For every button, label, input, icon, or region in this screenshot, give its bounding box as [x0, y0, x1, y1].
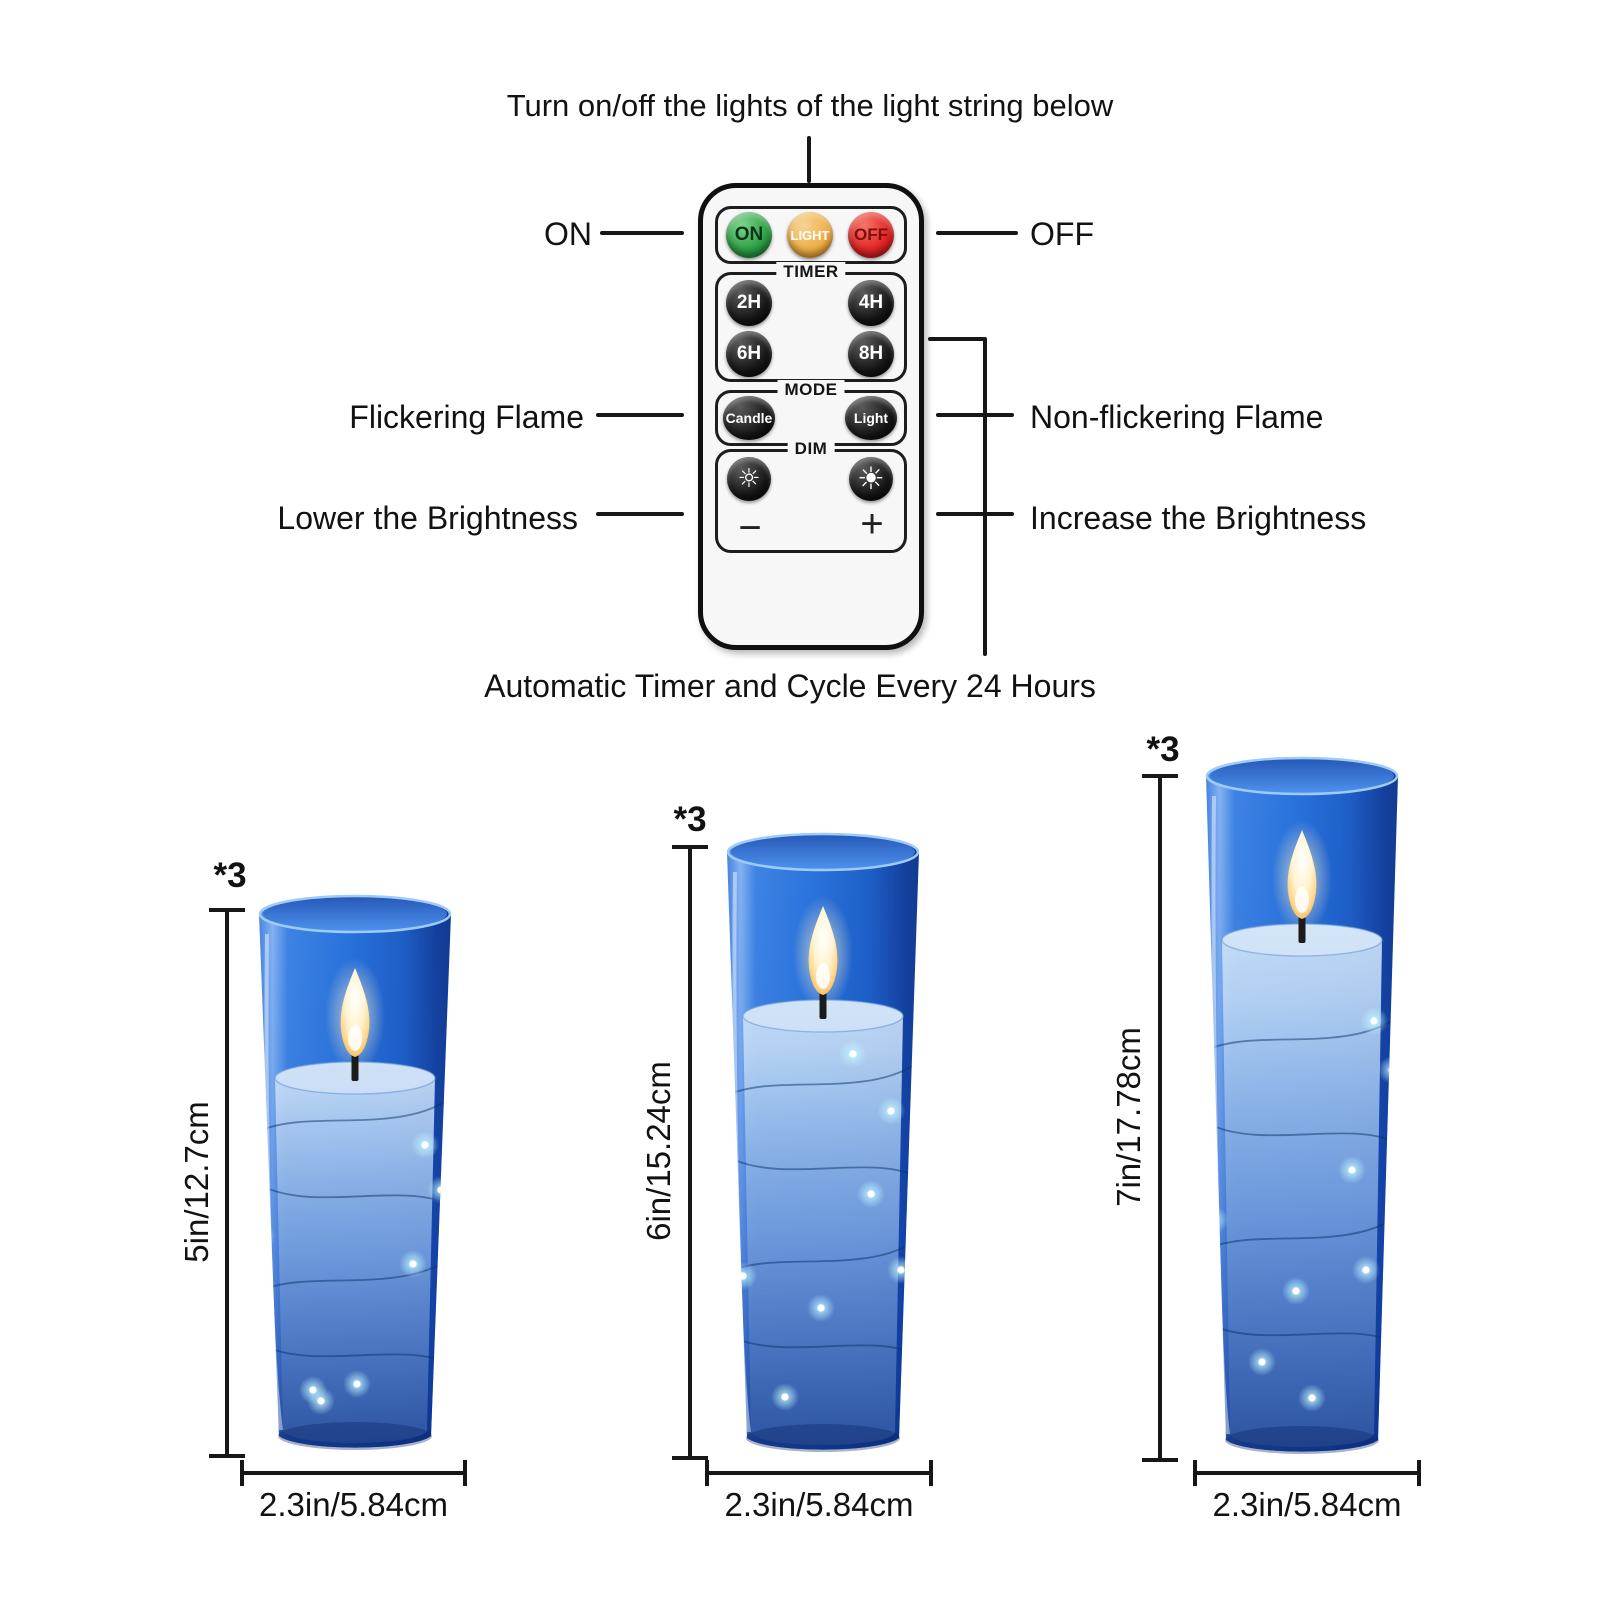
sun-outline-icon: ☼ — [737, 464, 761, 494]
remote-8h-button: 8H — [848, 331, 894, 377]
candle-3-height-dimension-line — [1142, 774, 1178, 1462]
mode-button-group: MODE Candle Light — [715, 380, 907, 446]
page-title: Turn on/off the lights of the light stri… — [506, 88, 1114, 123]
candle-3-height-label: 7in/17.78cm — [1110, 1027, 1147, 1207]
candle-3-width-dimension-line — [1193, 1460, 1421, 1486]
timer-button-group: TIMER 2H 4H 6H 8H — [715, 262, 907, 382]
callout-line-lower — [596, 512, 684, 516]
minus-sign: − — [738, 506, 762, 550]
candle-1-height-dimension-line — [209, 908, 245, 1458]
candle-1-width-label: 2.3in/5.84cm — [259, 1486, 448, 1523]
timer-group-label: TIMER — [776, 262, 846, 282]
candle-2-height-label: 6in/15.24cm — [640, 1061, 677, 1241]
callout-on: ON — [544, 216, 592, 252]
remote-off-button: OFF — [848, 212, 894, 258]
sun-filled-icon: ☀ — [857, 460, 885, 497]
callout-increase-brightness: Increase the Brightness — [1030, 500, 1367, 536]
callout-lower-brightness: Lower the Brightness — [277, 500, 578, 536]
candle-2-width-label: 2.3in/5.84cm — [724, 1486, 914, 1523]
candle-2-width-dimension-line — [705, 1460, 933, 1486]
remote-light-mode-button: Light — [845, 396, 897, 440]
callout-line-off — [936, 231, 1018, 235]
callout-line-timer-vertical — [983, 337, 987, 656]
candle-2-quantity: *3 — [673, 800, 707, 839]
candle-2-illustration — [723, 826, 923, 1465]
dim-group-label: DIM — [787, 439, 835, 459]
candle-3-width-label: 2.3in/5.84cm — [1212, 1486, 1402, 1523]
brightness-down-icon: ☼ — [727, 457, 771, 501]
candle-1-width-dimension-line — [240, 1460, 467, 1486]
remote-2h-button: 2H — [726, 280, 772, 326]
callout-line-on — [600, 231, 684, 235]
remote-control: ON LIGHT OFF TIMER 2H 4H 6H 8H MODE Cand… — [698, 183, 924, 650]
dim-button-group: DIM ☼ ☀ − + — [715, 439, 907, 553]
candle-3-quantity: *3 — [1146, 730, 1180, 769]
remote-candle-mode-button: Candle — [723, 396, 775, 440]
candle-1-height-label: 5in/12.7cm — [178, 1101, 215, 1263]
candle-3-illustration — [1202, 750, 1402, 1467]
callout-flickering-flame: Flickering Flame — [349, 399, 584, 435]
remote-6h-button: 6H — [726, 331, 772, 377]
callout-line-increase — [936, 512, 1014, 516]
title-connector-line — [807, 136, 811, 183]
mode-group-label: MODE — [777, 380, 845, 400]
callout-auto-timer: Automatic Timer and Cycle Every 24 Hours — [484, 668, 1096, 704]
power-button-group: ON LIGHT OFF — [715, 206, 907, 264]
callout-off: OFF — [1030, 216, 1094, 252]
callout-line-timer-stub — [928, 337, 985, 341]
callout-non-flickering-flame: Non-flickering Flame — [1030, 399, 1324, 435]
brightness-up-icon: ☀ — [849, 457, 893, 501]
remote-light-button: LIGHT — [787, 212, 833, 258]
candle-1-illustration — [255, 888, 455, 1463]
remote-on-button: ON — [726, 212, 772, 258]
callout-line-flickering — [596, 413, 684, 417]
remote-4h-button: 4H — [848, 280, 894, 326]
candle-1-quantity: *3 — [213, 856, 247, 895]
plus-sign: + — [860, 502, 884, 546]
candle-2-height-dimension-line — [672, 845, 708, 1460]
callout-line-non-flickering — [936, 413, 1014, 417]
